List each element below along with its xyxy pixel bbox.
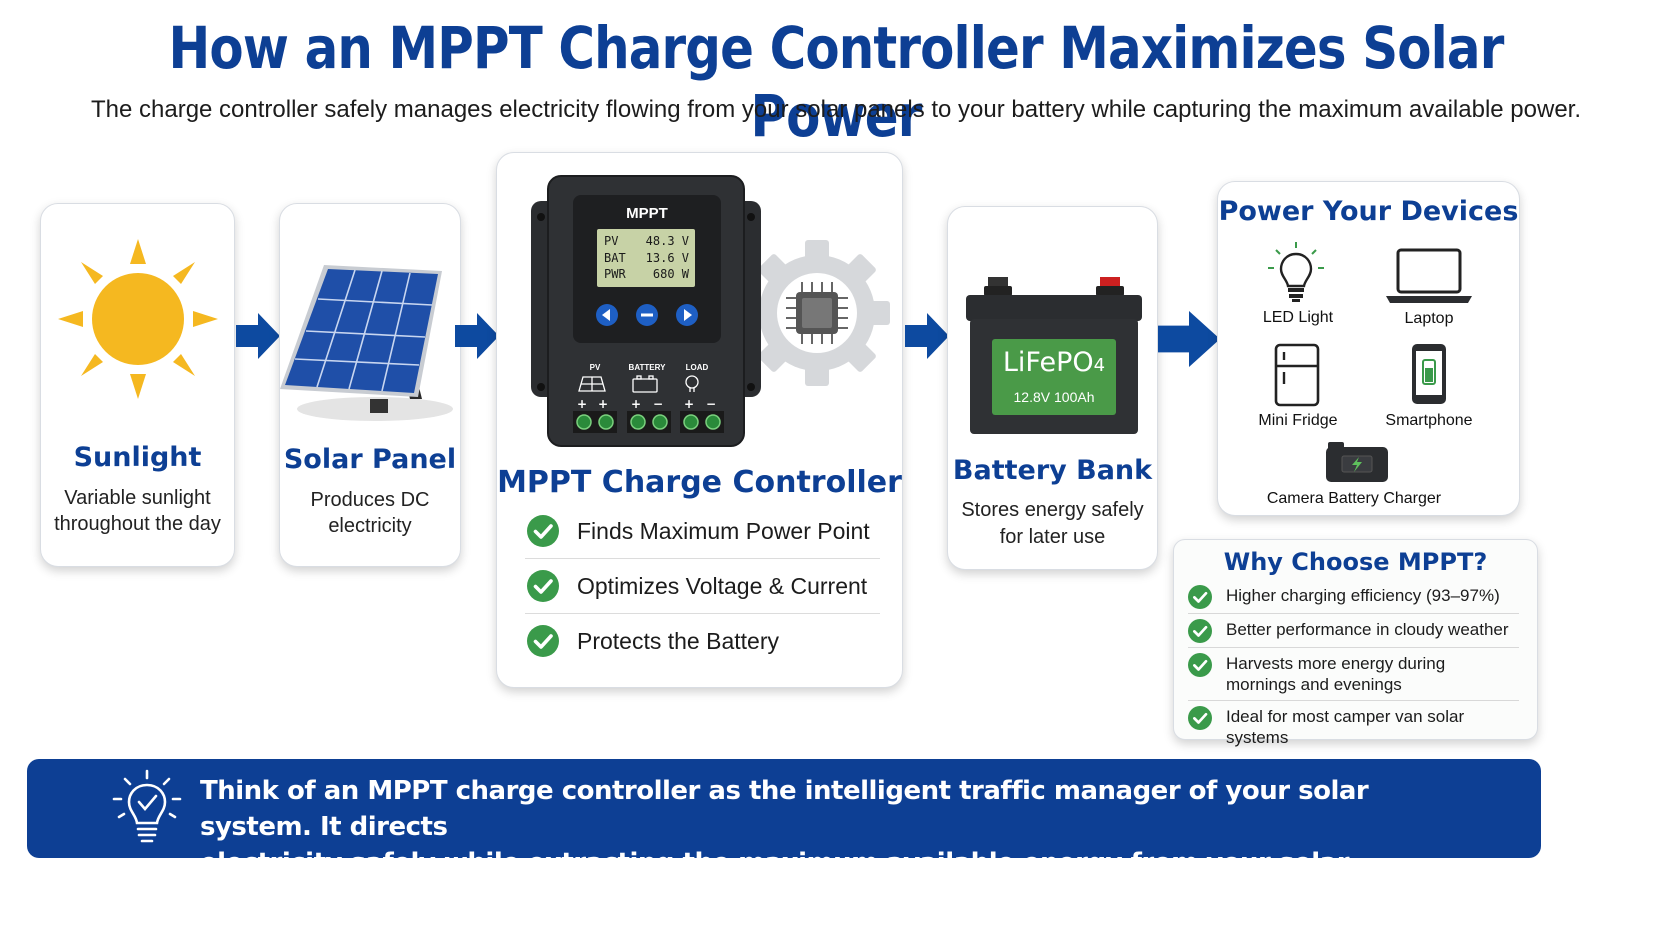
svg-text:−: − — [706, 397, 716, 411]
gear-chip-icon — [744, 240, 890, 386]
battery-desc-2: for later use — [999, 526, 1106, 548]
check-icon — [527, 570, 559, 602]
why-item: Ideal for most camper van solar systems — [1188, 706, 1519, 748]
device-label-camera-charger: Camera Battery Charger — [1266, 490, 1442, 507]
battery-card: LiFePO4 12.8V 100Ah Battery Bank Stores … — [947, 206, 1158, 570]
solar-panel-desc-1: Produces DC — [310, 489, 430, 511]
divider — [1188, 647, 1519, 648]
port-label-load: LOAD — [685, 363, 709, 372]
why-text: Higher charging efficiency (93–97%) — [1226, 586, 1500, 605]
svg-text:+: + — [684, 397, 694, 411]
devices-title: Power Your Devices — [1218, 196, 1519, 227]
pv-label: PV — [604, 234, 619, 248]
smartphone-icon — [1412, 344, 1446, 404]
battery-spec: 12.8V 100Ah — [1013, 389, 1095, 405]
arrow-right-icon — [1158, 311, 1220, 367]
battery-chem-sub: 4 — [1093, 355, 1106, 376]
svg-text:+: + — [577, 397, 587, 411]
minus-button-icon[interactable] — [635, 303, 659, 327]
check-icon — [1188, 653, 1212, 677]
bottom-banner: Think of an MPPT charge controller as th… — [27, 759, 1541, 914]
check-icon — [1188, 619, 1212, 643]
banner-line-2: electricity safely while extracting the … — [200, 848, 1350, 914]
device-label: MPPT — [626, 205, 668, 222]
page-subtitle: The charge controller safely manages ele… — [90, 96, 1582, 123]
sunlight-title: Sunlight — [73, 442, 202, 473]
check-icon — [527, 515, 559, 547]
svg-text:+: + — [598, 397, 608, 411]
svg-text:−: − — [653, 397, 663, 411]
device-label-fridge: Mini Fridge — [1258, 412, 1338, 429]
svg-text:+: + — [631, 397, 641, 411]
idea-bulb-icon — [112, 769, 182, 843]
laptop-icon — [1386, 248, 1472, 303]
why-text: Ideal for most camper van solar systems — [1226, 707, 1465, 747]
solar-panel-icon — [280, 265, 453, 421]
port-label-battery: BATTERY — [628, 363, 666, 372]
check-icon — [527, 625, 559, 657]
light-bulb-icon — [1268, 242, 1324, 302]
port-label-pv: PV — [589, 363, 601, 372]
left-button-icon[interactable] — [595, 303, 619, 327]
battery-desc-1: Stores energy safely — [961, 499, 1144, 521]
lcd-screen: PV 48.3 V BAT 13.6 V PWR 680 W — [597, 229, 695, 287]
feature-item: Protects the Battery — [527, 625, 880, 657]
fridge-icon — [1274, 343, 1320, 407]
solar-panel-desc-2: electricity — [328, 515, 412, 537]
why-item: Higher charging efficiency (93–97%) — [1188, 585, 1519, 609]
check-icon — [1188, 585, 1212, 609]
why-title: Why Choose MPPT? — [1223, 548, 1488, 576]
sunlight-desc-2: throughout the day — [54, 513, 221, 535]
why-item: Harvests more energy during mornings and… — [1188, 653, 1519, 695]
sunlight-desc-1: Variable sunlight — [64, 487, 211, 509]
why-text: Better performance in cloudy weather — [1226, 620, 1509, 639]
mppt-device: MPPT PV 48.3 V BAT 13.6 V PWR 680 W PV BATT… — [531, 175, 761, 447]
solar-panel-card: Solar Panel Produces DC electricity — [279, 203, 461, 567]
sun-icon — [58, 239, 218, 399]
banner-text: Think of an MPPT charge controller as th… — [200, 773, 1400, 917]
solar-panel-title: Solar Panel — [283, 444, 457, 475]
why-item: Better performance in cloudy weather — [1188, 619, 1519, 643]
controller-card: MPPT PV 48.3 V BAT 13.6 V PWR 680 W PV BATT… — [496, 152, 903, 688]
battery-icon: LiFePO4 12.8V 100Ah — [966, 277, 1142, 434]
feature-text: Finds Maximum Power Point — [577, 517, 870, 544]
check-icon — [1188, 706, 1212, 730]
device-label-led: LED Light — [1262, 309, 1334, 326]
feature-text: Optimizes Voltage & Current — [577, 572, 868, 599]
banner-line-1: Think of an MPPT charge controller as th… — [200, 776, 1369, 842]
sunlight-card: Sunlight Variable sunlight throughout th… — [40, 203, 235, 567]
divider — [525, 558, 880, 559]
pwr-value: 680 W — [652, 267, 689, 281]
right-button-icon[interactable] — [675, 303, 699, 327]
arrow-right-icon — [455, 313, 499, 359]
camera-battery-icon — [1326, 442, 1388, 482]
battery-title: Battery Bank — [952, 455, 1153, 486]
device-label-laptop: Laptop — [1404, 310, 1454, 327]
pwr-label: PWR — [604, 267, 626, 281]
controller-title: MPPT Charge Controller — [497, 465, 902, 500]
feature-item: Optimizes Voltage & Current — [527, 570, 880, 602]
divider — [1188, 700, 1519, 701]
why-text: Harvests more energy during mornings and… — [1226, 654, 1446, 694]
why-card: Why Choose MPPT? Higher charging efficie… — [1173, 539, 1538, 747]
battery-chem: LiFePO — [1002, 347, 1094, 378]
feature-text: Protects the Battery — [577, 627, 779, 654]
feature-item: Finds Maximum Power Point — [527, 515, 880, 547]
arrow-right-icon — [905, 313, 949, 359]
arrow-right-icon — [236, 313, 280, 359]
bat-label: BAT — [604, 250, 626, 265]
page-title: How an MPPT Charge Controller Maximizes … — [168, 14, 1505, 150]
devices-card: Power Your Devices LED Light Laptop Mini… — [1217, 181, 1520, 516]
bat-value: 13.6 V — [645, 250, 689, 265]
device-label-smartphone: Smartphone — [1385, 412, 1473, 429]
pv-value: 48.3 V — [645, 234, 689, 248]
divider — [1188, 613, 1519, 614]
divider — [525, 613, 880, 614]
port-icons: ++ +− +− — [573, 375, 724, 433]
